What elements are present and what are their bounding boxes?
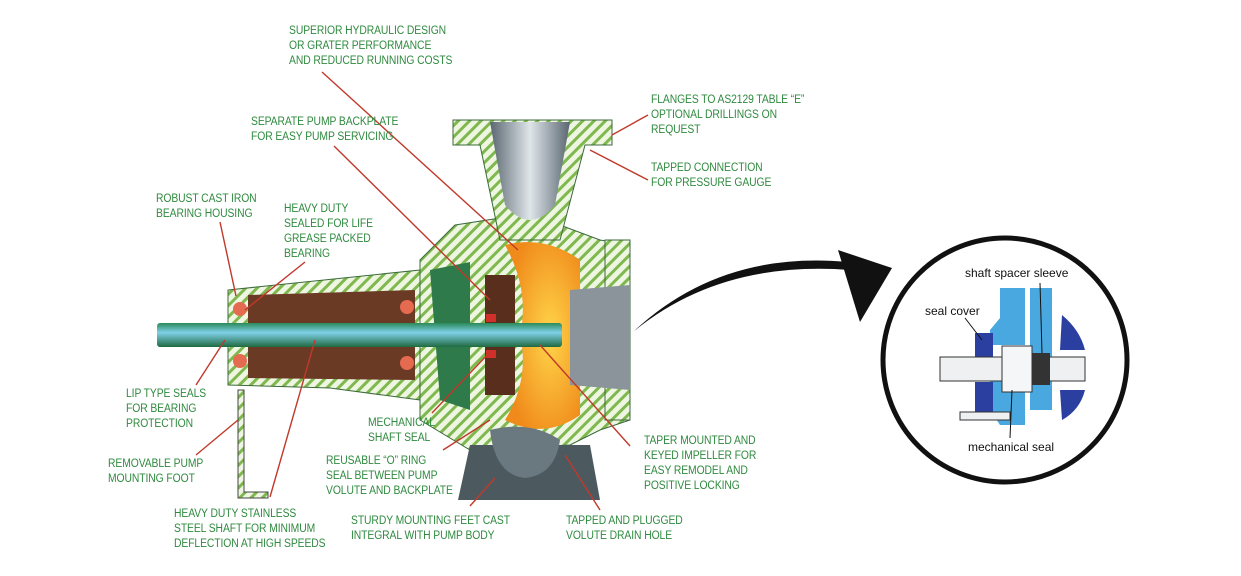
callout-line: PROTECTION [126,418,193,430]
inset-bolt [959,411,1011,421]
callout-line: BEARING [284,248,330,260]
callout-line: TAPPED AND PLUGGED [566,515,683,527]
callout-line: VOLUTE DRAIN HOLE [566,530,673,542]
callout-line: MECHANICAL [368,417,435,429]
bearing-ball [400,356,414,370]
bearing-ball [233,354,247,368]
leader-impeller [539,344,631,447]
inset-mechanical-seal [1001,345,1033,393]
shaft [157,323,562,347]
leader-drain [564,454,601,511]
callout-hydraulic-design: SUPERIOR HYDRAULIC DESIGN OR GRATER PERF… [289,24,452,69]
leader-bearing-housing [219,221,237,297]
callout-line: OPTIONAL DRILLINGS ON [651,109,777,121]
inset-seal-housing [990,288,1025,345]
callout-mounting-feet: STURDY MOUNTING FEET CAST INTEGRAL WITH … [351,514,510,544]
callout-line: STEEL SHAFT FOR MINIMUM [174,523,316,535]
leader-tapped-connection [589,149,649,181]
callout-line: HEAVY DUTY [284,203,349,215]
callout-line: INTEGRAL WITH PUMP BODY [351,530,495,542]
leader-shaft [269,339,316,498]
seal-red [486,350,496,358]
inset-impeller [1060,315,1085,420]
curved-arrow [633,260,850,332]
callout-line: VOLUTE AND BACKPLATE [326,485,453,497]
callout-line: LIP TYPE SEALS [126,388,207,400]
leader-mech-seal [431,351,491,414]
callout-line: SUPERIOR HYDRAULIC DESIGN [289,25,447,37]
callout-line: TAPER MOUNTED AND [644,435,756,447]
callout-flanges: FLANGES TO AS2129 TABLE “E” OPTIONAL DRI… [651,93,804,138]
leader-lines [195,71,649,511]
callout-shaft: HEAVY DUTY STAINLESS STEEL SHAFT FOR MIN… [174,507,326,552]
callout-backplate: SEPARATE PUMP BACKPLATE FOR EASY PUMP SE… [251,115,398,145]
callout-line: SHAFT SEAL [368,432,431,444]
inset-label-shaft-spacer-sleeve: shaft spacer sleeve [965,266,1069,280]
inset-leader [964,317,983,341]
inset-label-seal-cover: seal cover [925,304,980,318]
callout-line: TAPPED CONNECTION [651,162,763,174]
callout-line: REQUEST [651,124,701,136]
callout-line: STURDY MOUNTING FEET CAST [351,515,510,527]
leader-bearing [244,261,306,311]
callout-line: POSITIVE LOCKING [644,480,740,492]
callout-line: SEPARATE PUMP BACKPLATE [251,116,399,128]
callout-line: FOR EASY PUMP SERVICING [251,131,394,143]
leader-o-ring [442,419,491,451]
callout-line: DEFLECTION AT HIGH SPEEDS [174,538,326,550]
callout-line: KEYED IMPELLER FOR [644,450,757,462]
callout-line: ROBUST CAST IRON [156,193,257,205]
callout-bearing: HEAVY DUTY SEALED FOR LIFE GREASE PACKED… [284,202,373,262]
callout-o-ring: REUSABLE “O” RING SEAL BETWEEN PUMP VOLU… [326,454,453,499]
callout-line: REUSABLE “O” RING [326,455,427,467]
callout-impeller: TAPER MOUNTED AND KEYED IMPELLER FOR EAS… [644,434,756,494]
inset-leader [1039,282,1043,354]
bearing-ball [400,300,414,314]
volute-bottom [490,426,560,478]
leader-foot [195,419,239,456]
callout-line: REMOVABLE PUMP [108,458,204,470]
leader-hydraulic [321,71,519,251]
callout-bearing-housing: ROBUST CAST IRON BEARING HOUSING [156,192,257,222]
discharge-cone [490,122,570,220]
callout-line: AND REDUCED RUNNING COSTS [289,55,453,67]
callout-line: BEARING HOUSING [156,208,253,220]
bearing-ball [233,302,247,316]
callout-mechanical-seal: MECHANICAL SHAFT SEAL [368,416,435,446]
callout-line: HEAVY DUTY STAINLESS [174,508,297,520]
inset-leader [1009,389,1013,439]
leader-feet [469,477,496,507]
callout-line: FLANGES TO AS2129 TABLE “E” [651,94,805,106]
inset-seal-cover [975,382,993,412]
inlet-bore [570,285,630,390]
leader-lip-seals [195,339,226,386]
leader-flanges [611,114,649,136]
inset-spacer-sleeve [1032,353,1050,385]
inset-seal-detail [939,282,1086,439]
callout-line: OR GRATER PERFORMANCE [289,40,432,52]
inset-seal-cover [975,333,993,358]
callout-line: SEALED FOR LIFE [284,218,373,230]
callout-lip-seals: LIP TYPE SEALS FOR BEARING PROTECTION [126,387,206,432]
callout-line: MOUNTING FOOT [108,473,195,485]
callout-tapped-connection: TAPPED CONNECTION FOR PRESSURE GAUGE [651,161,771,191]
callout-line: FOR PRESSURE GAUGE [651,177,772,189]
arrow-head [838,250,892,322]
callout-line: SEAL BETWEEN PUMP [326,470,438,482]
callout-removable-foot: REMOVABLE PUMP MOUNTING FOOT [108,457,203,487]
seal-red [486,314,496,322]
callout-drain-hole: TAPPED AND PLUGGED VOLUTE DRAIN HOLE [566,514,683,544]
leader-backplate [333,145,491,301]
callout-line: EASY REMODEL AND [644,465,748,477]
removable-foot [237,389,269,499]
callout-line: GREASE PACKED [284,233,371,245]
callout-line: FOR BEARING [126,403,197,415]
inset-label-mechanical-seal: mechanical seal [968,440,1055,454]
